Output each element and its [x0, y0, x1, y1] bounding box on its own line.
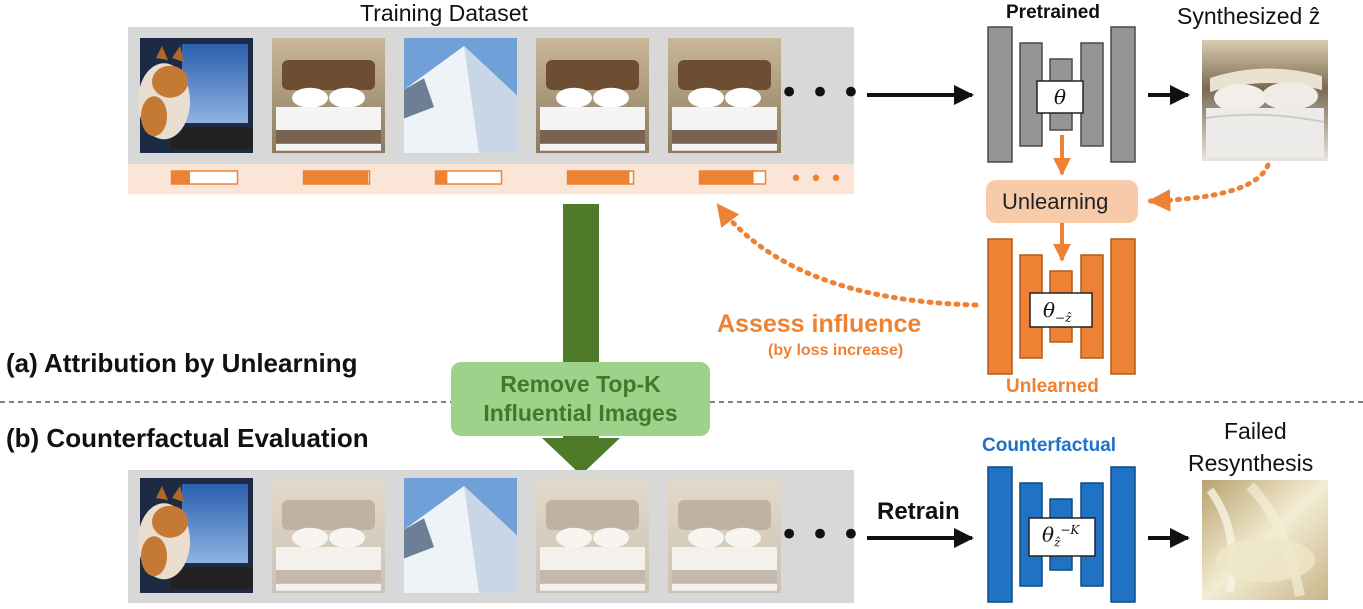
thumbnail-bed — [272, 478, 385, 593]
thumbnail-bed — [272, 38, 385, 153]
thumbnail-bed — [536, 478, 649, 593]
theta-symbol: θ — [1054, 85, 1067, 109]
by-loss-increase-label: (by loss increase) — [768, 342, 904, 359]
section-b-title: (b) Counterfactual Evaluation — [6, 423, 369, 453]
thumbnail-bed — [668, 478, 781, 593]
theta-minus-z-box — [1029, 292, 1093, 328]
influence-bar-fill — [171, 171, 190, 184]
assess-influence-label: Assess influence — [717, 310, 922, 338]
theta-box — [1036, 80, 1084, 114]
pretrained-label: Pretrained — [1006, 2, 1100, 23]
arrow-assess-influence — [715, 202, 979, 308]
remove-box — [451, 362, 710, 436]
thumbnail-mountain — [404, 38, 517, 153]
top-ellipsis: • • • — [779, 73, 861, 113]
influence-bar-fill — [567, 171, 630, 184]
thumbnail-cat — [138, 478, 253, 593]
thumbnail-bed — [668, 38, 781, 153]
theta-k-box — [1028, 517, 1096, 557]
arrow-synthesized-to-unlearning — [1147, 162, 1271, 212]
remove-arrow — [542, 204, 620, 475]
counterfactual-label: Counterfactual — [982, 435, 1117, 456]
section-a-title: (a) Attribution by Unlearning — [6, 348, 358, 378]
theta-minus-z-symbol: θ−ẑ — [1043, 298, 1072, 325]
thumbnail-cat — [138, 38, 253, 153]
failed-label: Failed — [1224, 418, 1287, 444]
influence-bar-fill — [303, 171, 369, 184]
remove-line-2: Influential Images — [483, 399, 678, 426]
influence-bar-fill — [435, 171, 448, 184]
counterfactual-model — [987, 466, 1136, 603]
synthesized-label: Synthesized ẑ — [1177, 3, 1321, 29]
training-dataset-title: Training Dataset — [360, 0, 528, 26]
theta-k-symbol: θẑ−K — [1042, 522, 1080, 550]
unlearning-label: Unlearning — [1002, 189, 1109, 214]
resynthesis-label: Resynthesis — [1188, 450, 1314, 476]
bottom-ellipsis: • • • — [779, 515, 861, 555]
thumbnail-mountain — [404, 478, 517, 593]
influence-bar-fill — [699, 171, 754, 184]
unlearned-label: Unlearned — [1006, 376, 1099, 397]
score-ellipsis: • • • — [790, 167, 843, 192]
remove-top-k-label: Remove Top-K Influential Images — [451, 370, 710, 428]
retrain-label: Retrain — [877, 498, 960, 525]
thumbnail-bed — [536, 38, 649, 153]
remove-line-1: Remove Top-K — [500, 371, 661, 397]
failed-resynthesis-image — [1202, 480, 1328, 600]
unlearning-box — [986, 180, 1138, 223]
synthesized-image — [1202, 40, 1328, 161]
